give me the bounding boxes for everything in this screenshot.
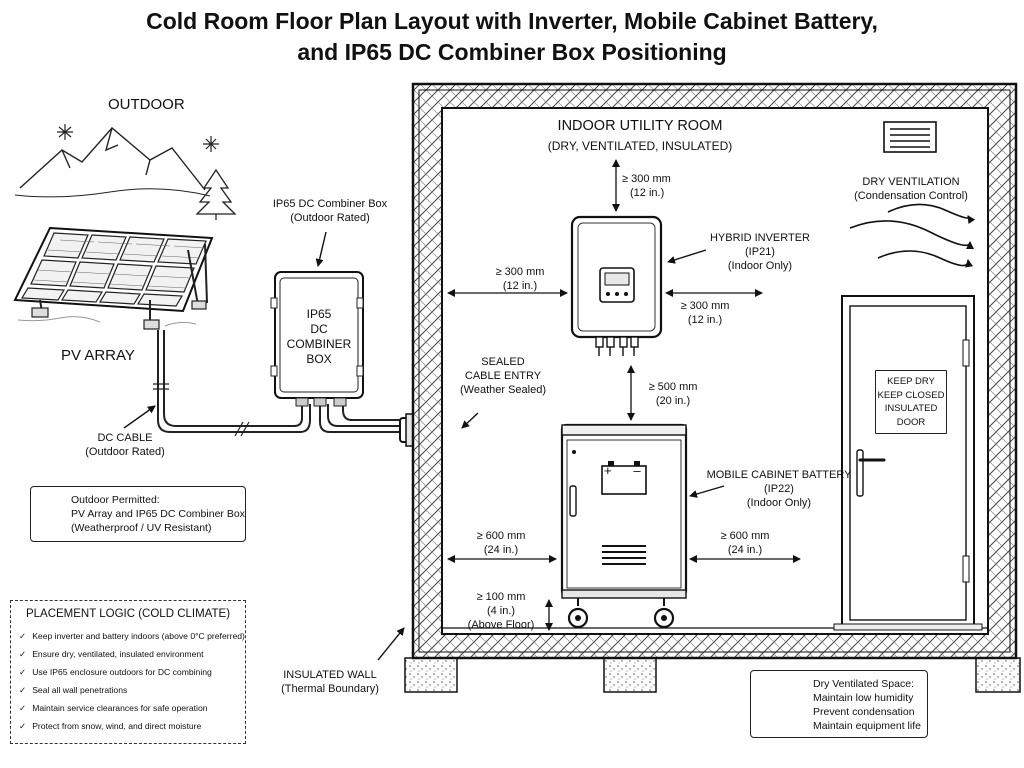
outdoor-note-line1: Outdoor Permitted:: [71, 494, 160, 506]
battery-terminal-plus: +: [604, 463, 612, 478]
combiner-box-line3: COMBINER: [286, 337, 352, 351]
check-icon: ✓: [19, 631, 27, 641]
outdoor-note-line2: PV Array and IP65 DC Combiner Box: [71, 508, 245, 520]
check-icon: ✓: [19, 667, 27, 677]
outdoor-label: OUTDOOR: [108, 96, 185, 113]
insulated-wall-label: INSULATED WALL (Thermal Boundary): [275, 668, 385, 696]
placement-logic-title: PLACEMENT LOGIC (COLD CLIMATE): [25, 608, 231, 620]
vent-grille: [883, 121, 937, 153]
tree-icon: [195, 168, 237, 220]
dry-space-line1: Dry Ventilated Space:: [813, 678, 914, 690]
leader-arrows: [123, 231, 725, 661]
placement-logic-item: ✓Protect from snow, wind, and direct moi…: [19, 721, 202, 731]
room-subtitle: (DRY, VENTILATED, INSULATED): [547, 139, 733, 153]
clearance-bat-right: ≥ 600 mm (24 in.): [720, 530, 770, 556]
insulated-wall-line1: INSULATED WALL: [283, 669, 377, 681]
cable-entry-label: SEALED CABLE ENTRY (Weather Sealed): [448, 355, 558, 397]
combiner-box-line2: DC: [310, 322, 328, 336]
mountains-icon: [14, 127, 211, 198]
cable-entry-line3: (Weather Sealed): [459, 384, 546, 396]
combiner-callout-line2: (Outdoor Rated): [290, 212, 370, 224]
pv-array-label: PV ARRAY: [61, 347, 135, 364]
check-icon: ✓: [19, 685, 27, 695]
check-icon: ✓: [19, 703, 27, 713]
clearance-inv-bottom: ≥ 500 mm (20 in.): [648, 381, 698, 407]
clearance-inv-top: ≥ 300 mm (12 in.): [622, 173, 671, 199]
placement-logic-item: ✓Use IP65 enclosure outdoors for DC comb…: [19, 667, 212, 677]
combiner-box-line1: IP65: [306, 307, 332, 321]
insulated-wall-line2: (Thermal Boundary): [281, 683, 379, 695]
door-sign: KEEP DRY KEEP CLOSED INSULATED DOOR: [875, 370, 947, 434]
dc-cable-line1: DC CABLE: [97, 432, 153, 444]
battery-cabinet: [560, 423, 688, 629]
clearance-bat-floor: ≥ 100 mm (4 in.) (Above Floor): [467, 591, 535, 631]
page-title-line1: Cold Room Floor Plan Layout with Inverte…: [146, 8, 878, 34]
clearance-bat-left: ≥ 600 mm (24 in.): [476, 530, 526, 556]
check-icon: ✓: [19, 721, 27, 731]
door-sign-text: KEEP DRY KEEP CLOSED INSULATED DOOR: [877, 376, 945, 428]
combiner-callout: IP65 DC Combiner Box (Outdoor Rated): [262, 197, 398, 225]
clearance-inv-left: ≥ 300 mm (12 in.): [495, 266, 545, 292]
dry-space-line2: Maintain low humidity: [813, 692, 914, 704]
combiner-box-label: IP65 DC COMBINER BOX: [281, 307, 357, 367]
outdoor-note-line3: (Weatherproof / UV Resistant): [71, 522, 212, 534]
placement-logic-box: PLACEMENT LOGIC (COLD CLIMATE) ✓Keep inv…: [10, 600, 246, 744]
dry-space-box: Dry Ventilated Space: Maintain low humid…: [750, 670, 928, 738]
dc-cable-line2: (Outdoor Rated): [85, 446, 165, 458]
dc-cable: [153, 330, 402, 437]
placement-logic-item: ✓Maintain service clearances for safe op…: [19, 703, 208, 713]
placement-logic-item: ✓Keep inverter and battery indoors (abov…: [19, 631, 245, 641]
page-title-line2: and IP65 DC Combiner Box Positioning: [297, 39, 727, 65]
battery-terminal-minus: –: [633, 463, 641, 478]
insulated-door: [833, 295, 983, 631]
combiner-box: [270, 271, 364, 407]
cable-entry-line1: SEALED: [481, 356, 525, 368]
battery-label: MOBILE CABINET BATTERY (IP22) (Indoor On…: [706, 469, 852, 509]
dry-space-line4: Maintain equipment life: [813, 720, 921, 732]
inverter-label: HYBRID INVERTER (IP21) (Indoor Only): [709, 232, 811, 272]
pv-array-panels: [13, 226, 214, 330]
room-title: INDOOR UTILITY ROOM: [557, 118, 723, 134]
hybrid-inverter: [570, 215, 663, 356]
snowflake-icon: [57, 124, 219, 152]
clearance-inv-right: ≥ 300 mm (12 in.): [680, 300, 730, 326]
placement-logic-item: ✓Ensure dry, ventilated, insulated envir…: [19, 649, 204, 659]
clearance-dimensions: [447, 159, 801, 631]
combiner-box-line4: BOX: [306, 352, 332, 366]
ventilation-label: DRY VENTILATION (Condensation Control): [854, 176, 968, 202]
airflow-icon: [849, 203, 976, 268]
combiner-callout-line1: IP65 DC Combiner Box: [272, 198, 388, 210]
check-icon: ✓: [19, 649, 27, 659]
cable-entry-line2: CABLE ENTRY: [464, 370, 542, 382]
placement-logic-item: ✓Seal all wall penetrations: [19, 685, 128, 695]
dry-space-line3: Prevent condensation: [813, 706, 915, 718]
outdoor-note-box: Outdoor Permitted: PV Array and IP65 DC …: [30, 486, 246, 542]
dc-cable-label: DC CABLE (Outdoor Rated): [80, 431, 170, 459]
